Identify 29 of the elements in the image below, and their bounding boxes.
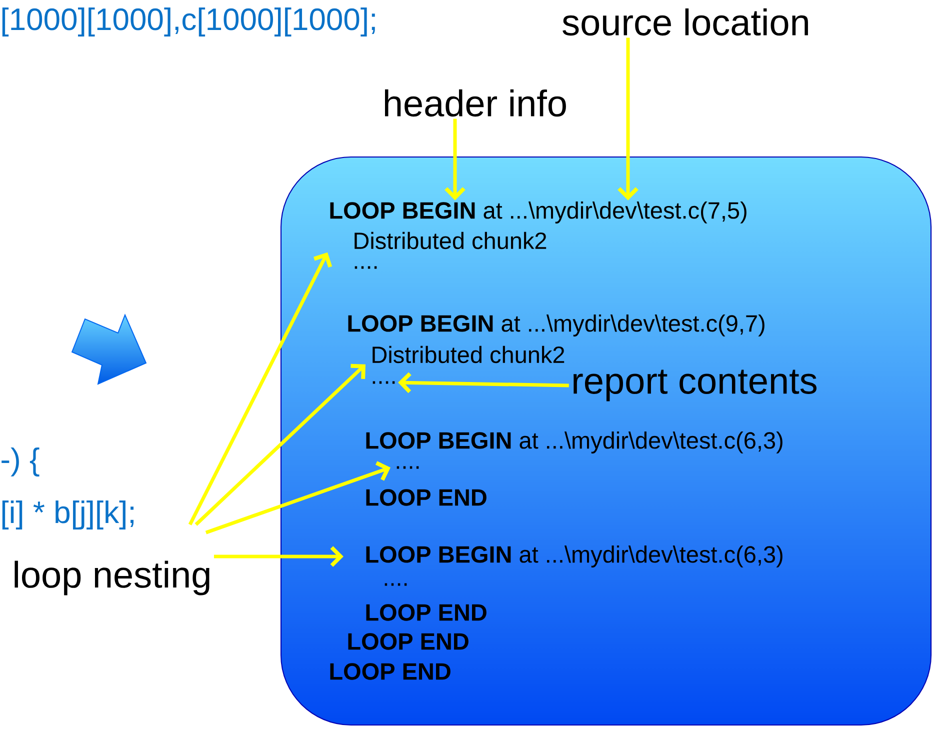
report-line: ....	[396, 466, 419, 469]
code-text: [i] * b[j][k];	[2, 500, 134, 530]
report-line: ....	[384, 583, 407, 586]
report-line: LOOP BEGIN at ...\mydir\dev\test.c(6,3)	[366, 546, 782, 568]
report-line: LOOP END	[348, 633, 468, 650]
callout-label: header info	[385, 89, 566, 117]
arrow	[618, 38, 638, 200]
callout-label: source location	[562, 8, 808, 36]
arrow	[188, 252, 332, 526]
report-line: LOOP END	[330, 663, 450, 680]
arrow	[194, 364, 366, 526]
report-line: ....	[372, 381, 395, 384]
callout-label: loop nesting	[14, 560, 210, 596]
arrow	[214, 546, 344, 567]
report-line: LOOP BEGIN at ...\mydir\dev\test.c(9,7)	[348, 314, 764, 336]
report-line: Distributed chunk2	[354, 232, 546, 250]
report-line: LOOP BEGIN at ...\mydir\dev\test.c(6,3)	[366, 432, 782, 454]
report-line: LOOP BEGIN at ...\mydir\dev\test.c(7,5)	[330, 202, 746, 224]
callout-label: report contents	[574, 370, 816, 402]
report-line: LOOP END	[366, 604, 486, 621]
arrow	[205, 461, 390, 534]
arrow	[444, 118, 466, 200]
report-line: ....	[354, 266, 377, 269]
arrow	[398, 372, 569, 394]
code-text: -) {	[2, 448, 40, 476]
report-line: LOOP END	[366, 489, 486, 506]
code-text: [1000][1000],c[1000][1000];	[2, 8, 375, 36]
report-panel	[280, 156, 932, 726]
report-line: Distributed chunk2	[372, 346, 564, 364]
